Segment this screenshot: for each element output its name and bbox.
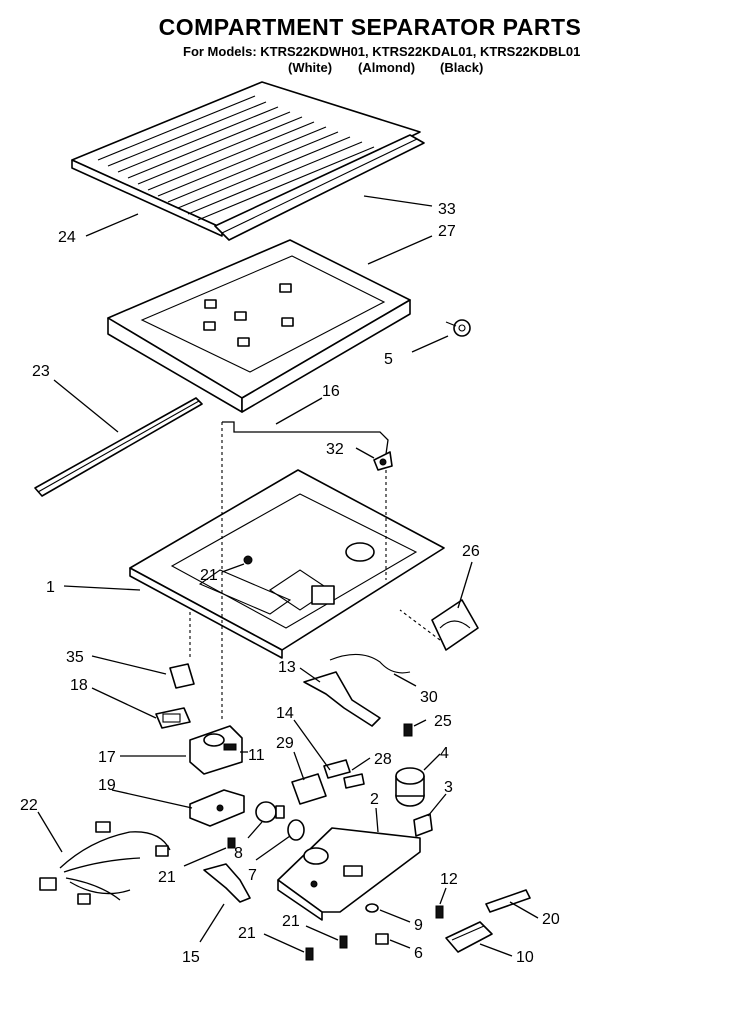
callout-15: 15 bbox=[182, 949, 200, 966]
model-list: For Models: KTRS22KDWH01, KTRS22KDAL01, … bbox=[183, 44, 580, 59]
part-screw[interactable] bbox=[403, 723, 413, 737]
callout-5: 5 bbox=[384, 351, 393, 368]
part-small-bracket[interactable] bbox=[413, 813, 433, 837]
callout-21-c: 21 bbox=[282, 913, 300, 930]
variant-white: (White) bbox=[288, 60, 333, 75]
callout-23: 23 bbox=[32, 363, 50, 380]
callout-6: 6 bbox=[414, 945, 423, 962]
callout-19: 19 bbox=[98, 777, 116, 794]
callout-28: 28 bbox=[374, 751, 392, 768]
callout-18: 18 bbox=[70, 677, 88, 694]
callout-24: 24 bbox=[58, 229, 76, 246]
part-heater[interactable] bbox=[445, 921, 493, 953]
callout-26: 26 bbox=[462, 543, 480, 560]
callout-21-b: 21 bbox=[158, 869, 176, 886]
callout-11: 11 bbox=[248, 747, 265, 764]
part-wire[interactable] bbox=[329, 653, 411, 674]
part-motor[interactable] bbox=[395, 767, 425, 807]
diagram-header: COMPARTMENT SEPARATOR PARTS For Models: … bbox=[0, 0, 752, 90]
part-thermostat[interactable] bbox=[373, 451, 393, 471]
model-almond: KTRS22KDAL01, bbox=[372, 44, 477, 59]
model-black: KTRS22KDBL01 bbox=[479, 44, 581, 59]
part-wire-harness[interactable] bbox=[39, 821, 171, 905]
callout-27: 27 bbox=[438, 223, 456, 240]
callout-14: 14 bbox=[276, 705, 294, 722]
callout-12: 12 bbox=[440, 871, 458, 888]
part-duct[interactable] bbox=[431, 599, 479, 651]
part-control-housing[interactable] bbox=[277, 827, 421, 921]
callout-3: 3 bbox=[444, 779, 453, 796]
callout-8: 8 bbox=[234, 845, 243, 862]
variant-black: (Black) bbox=[440, 60, 484, 75]
part-shield[interactable] bbox=[203, 863, 251, 903]
model-white: KTRS22KDWH01, bbox=[260, 44, 369, 59]
part-switch-bracket[interactable] bbox=[189, 789, 245, 827]
callout-25: 25 bbox=[434, 713, 452, 730]
callout-21-d: 21 bbox=[238, 925, 256, 942]
part-connector-plate[interactable] bbox=[155, 707, 191, 729]
callout-20: 20 bbox=[542, 911, 560, 928]
part-separator-frame[interactable] bbox=[107, 239, 411, 413]
part-front-trim[interactable] bbox=[214, 134, 425, 241]
part-lamp-socket[interactable] bbox=[227, 801, 305, 849]
part-cable[interactable] bbox=[222, 421, 389, 455]
callout-21-a: 21 bbox=[200, 567, 218, 584]
callout-7: 7 bbox=[248, 867, 257, 884]
callout-10: 10 bbox=[516, 949, 534, 966]
variant-almond: (Almond) bbox=[358, 60, 416, 75]
callout-labels: 24 33 27 5 23 16 32 1 21 26 35 13 30 18 … bbox=[20, 201, 560, 966]
callout-16: 16 bbox=[322, 383, 340, 400]
part-clip[interactable] bbox=[169, 663, 195, 689]
alignment-line bbox=[399, 609, 441, 641]
part-light-housing[interactable] bbox=[189, 725, 243, 775]
callout-9: 9 bbox=[414, 917, 423, 934]
part-shelf-grille[interactable] bbox=[71, 81, 421, 237]
leader-lines bbox=[37, 195, 539, 957]
part-knob[interactable] bbox=[445, 319, 471, 337]
callout-32: 32 bbox=[326, 441, 344, 458]
page-title: COMPARTMENT SEPARATOR PARTS bbox=[158, 14, 582, 40]
callout-4: 4 bbox=[440, 745, 449, 762]
models-prefix: For Models: bbox=[183, 44, 257, 59]
callout-35: 35 bbox=[66, 649, 84, 666]
callout-13: 13 bbox=[278, 659, 296, 676]
part-base-plate[interactable] bbox=[129, 469, 445, 659]
part-fasteners[interactable] bbox=[305, 903, 444, 961]
callout-33: 33 bbox=[438, 201, 456, 218]
callout-29: 29 bbox=[276, 735, 294, 752]
callout-30: 30 bbox=[420, 689, 438, 706]
part-small-clips[interactable] bbox=[291, 759, 365, 805]
part-bracket[interactable] bbox=[303, 671, 381, 727]
callout-22: 22 bbox=[20, 797, 38, 814]
callout-2: 2 bbox=[370, 791, 379, 808]
part-rod[interactable] bbox=[485, 889, 531, 913]
callout-17: 17 bbox=[98, 749, 116, 766]
callout-1: 1 bbox=[46, 579, 55, 596]
part-rail[interactable] bbox=[34, 397, 203, 497]
